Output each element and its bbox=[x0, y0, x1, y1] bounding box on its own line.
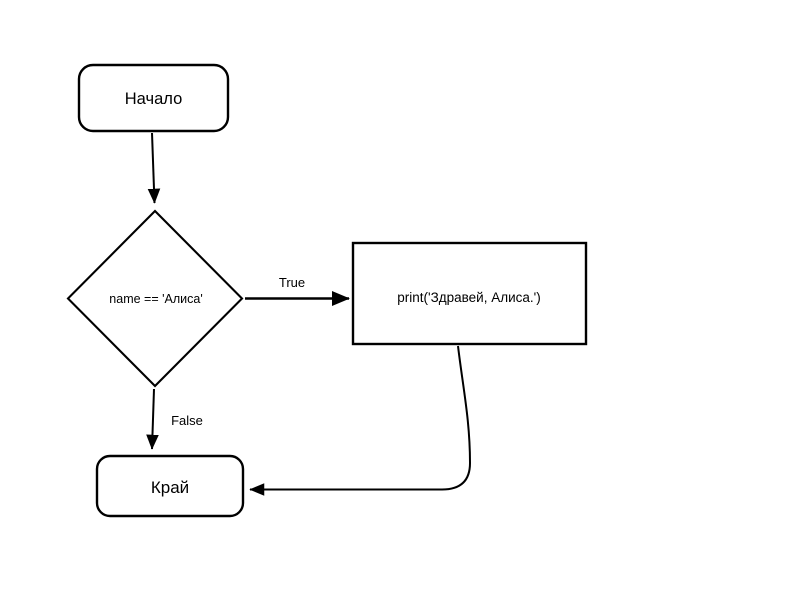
start-node bbox=[77, 63, 230, 133]
edge-false bbox=[146, 388, 159, 450]
end-node bbox=[95, 454, 245, 518]
edge-true-label: True bbox=[279, 275, 305, 290]
end-node-label: Край bbox=[151, 478, 189, 497]
process-node bbox=[351, 241, 588, 346]
start-node-label: Начало bbox=[125, 90, 183, 108]
edge-start-to-decision bbox=[147, 132, 161, 204]
process-node-label: print('Здравей, Алиса.') bbox=[397, 290, 540, 305]
decision-node bbox=[66, 209, 244, 388]
decision-node-label: name == 'Алиса' bbox=[109, 292, 202, 306]
edge-false-label: False bbox=[171, 413, 203, 428]
edge-process-to-end bbox=[249, 345, 472, 496]
